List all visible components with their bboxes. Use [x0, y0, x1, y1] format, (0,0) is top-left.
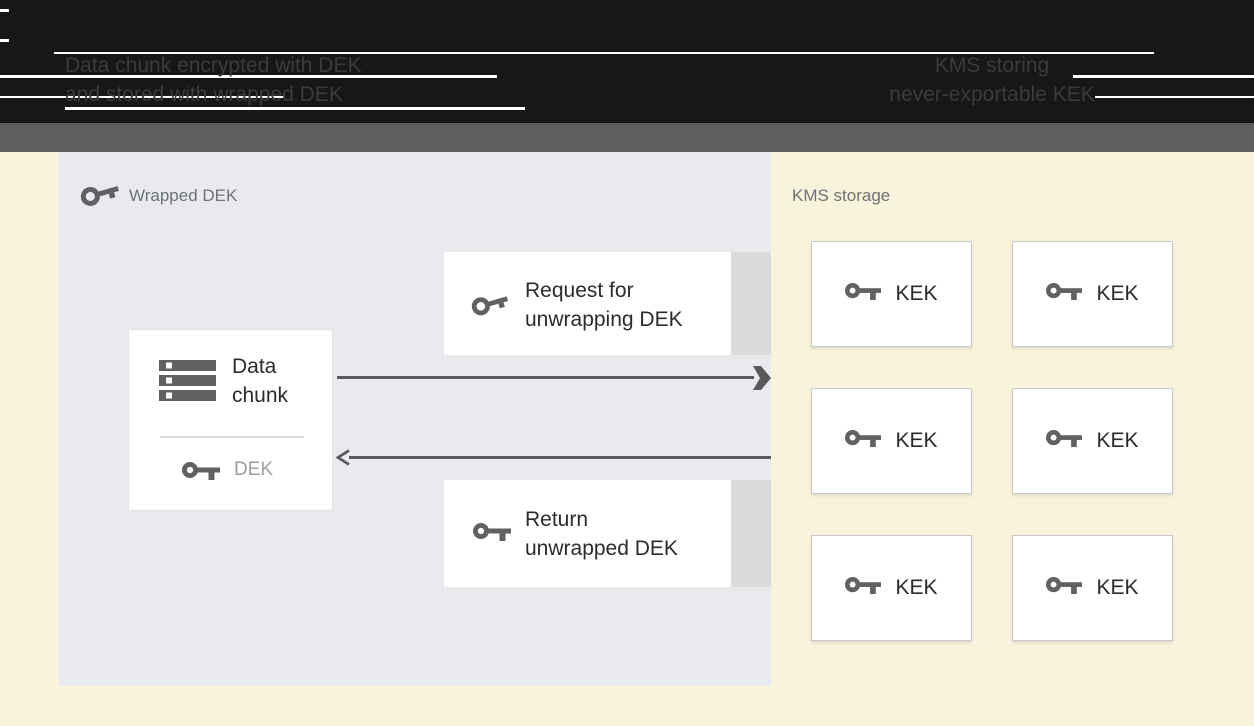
gray-band	[0, 123, 1254, 152]
wrapped-dek-title: Wrapped DEK	[129, 186, 238, 205]
return-unwrapped-box: Return unwrapped DEK	[444, 480, 731, 587]
divider	[160, 436, 304, 438]
key-icon	[182, 461, 220, 487]
key-icon	[1046, 429, 1083, 454]
key-icon	[845, 576, 882, 601]
kek-box: KEK	[1012, 241, 1173, 347]
key-icon	[845, 429, 882, 454]
kek-box: KEK	[811, 535, 972, 641]
data-chunk-label: Data chunk	[232, 355, 289, 407]
key-icon	[845, 282, 882, 307]
header-artifact-line	[1073, 75, 1254, 78]
key-icon	[473, 522, 511, 548]
right-caption-line1: KMS storing	[934, 54, 1050, 77]
key-icon	[1046, 576, 1083, 601]
request-arrow-line	[337, 376, 754, 379]
left-caption-line1: Data chunk encrypted with DEK	[65, 54, 362, 77]
diagram-area: Wrapped DEK KMS storage	[0, 152, 1254, 726]
kek-box: KEK	[811, 388, 972, 494]
arrow-right-icon	[753, 365, 771, 396]
kek-label: KEK	[1096, 576, 1139, 599]
storage-stack-icon	[159, 360, 216, 406]
kms-storage-title: KMS storage	[792, 186, 891, 205]
header-artifact-line	[0, 39, 9, 42]
header-artifact-line	[0, 75, 497, 78]
right-caption-line2: never-exportable KEK	[889, 83, 1095, 106]
kek-label: KEK	[1096, 282, 1139, 305]
left-caption: Data chunk encrypted with DEK and stored…	[65, 51, 361, 109]
return-box-side-strip	[731, 480, 771, 587]
kek-box: KEK	[1012, 388, 1173, 494]
kek-label: KEK	[895, 576, 938, 599]
tilted-key-icon	[471, 286, 511, 325]
return-arrow-line	[349, 456, 771, 459]
kek-label: KEK	[895, 282, 938, 305]
page-header: Data chunk encrypted with DEK and stored…	[0, 0, 1254, 123]
arrow-left-icon	[335, 448, 352, 472]
tilted-key-icon	[80, 176, 122, 215]
kek-label: KEK	[1096, 429, 1139, 452]
request-unwrap-label: Request for unwrapping DEK	[525, 279, 683, 331]
data-chunk-box: Data chunk DEK	[128, 329, 333, 511]
dek-label: DEK	[234, 459, 274, 480]
header-artifact-line	[54, 52, 1154, 54]
kek-label: KEK	[895, 429, 938, 452]
key-icon	[1046, 282, 1083, 307]
return-unwrapped-label: Return unwrapped DEK	[525, 508, 678, 560]
header-artifact-line	[0, 96, 285, 98]
header-artifact-line	[65, 107, 525, 110]
request-unwrap-box: Request for unwrapping DEK	[444, 252, 731, 355]
request-box-side-strip	[731, 252, 771, 355]
kek-box: KEK	[1012, 535, 1173, 641]
kek-box: KEK	[811, 241, 972, 347]
right-caption: KMS storing never-exportable KEK	[861, 51, 1123, 109]
header-artifact-line	[0, 9, 9, 12]
header-artifact-line	[1095, 96, 1254, 98]
left-caption-line2: and stored with wrapped DEK	[65, 83, 343, 106]
